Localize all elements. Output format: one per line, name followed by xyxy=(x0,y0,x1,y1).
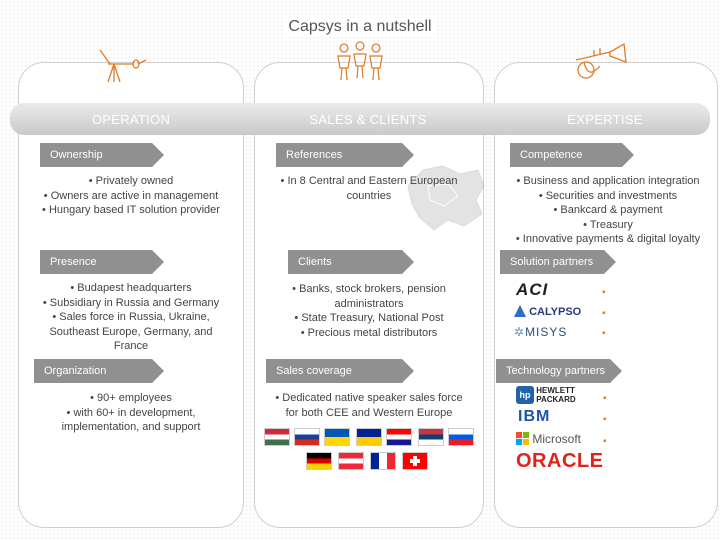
bullet: ▪ xyxy=(602,328,606,339)
ibm-logo: IBM xyxy=(518,408,551,425)
section-ownership: Ownership xyxy=(40,143,164,167)
flag-france-icon xyxy=(370,452,396,470)
sales-coverage-text: • Dedicated native speaker sales force f… xyxy=(275,392,463,419)
microsoft-logo: Microsoft xyxy=(516,432,581,446)
section-clients: Clients xyxy=(288,250,414,274)
flag-germany-icon xyxy=(306,452,332,470)
section-solution-partners: Solution partners xyxy=(500,250,616,274)
page-title: Capsys in a nutshell xyxy=(0,18,720,36)
header-sales-clients: SALES & CLIENTS xyxy=(309,112,427,127)
section-technology-partners: Technology partners xyxy=(496,359,622,383)
presence-text: • Budapest headquarters • Subsidiary in … xyxy=(42,282,220,352)
bullet: ▪ xyxy=(603,414,607,425)
organization-text: • 90+ employees • with 60+ in developmen… xyxy=(61,392,201,433)
expertise-column xyxy=(494,62,718,528)
section-presence: Presence xyxy=(40,250,164,274)
trumpet-icon xyxy=(575,42,627,79)
flag-croatia-icon xyxy=(386,428,412,446)
section-competence: Competence xyxy=(510,143,634,167)
section-sales-coverage: Sales coverage xyxy=(266,359,414,383)
references-text: • In 8 Central and Eastern European coun… xyxy=(280,175,458,202)
telescope-icon xyxy=(99,49,147,83)
header-operation: OPERATION xyxy=(91,112,171,127)
header-band xyxy=(10,103,710,135)
ownership-text: • Privately owned • Owners are active in… xyxy=(42,175,220,216)
section-references: References xyxy=(276,143,414,167)
flag-ukraine-icon xyxy=(324,428,350,446)
bullet: ▪ xyxy=(603,393,607,404)
flag-bosnia-icon xyxy=(356,428,382,446)
flag-slovenia-icon xyxy=(448,428,474,446)
flag-serbia-icon xyxy=(418,428,444,446)
clients-text: • Banks, stock brokers, pension administ… xyxy=(292,283,446,339)
bullet: ▪ xyxy=(602,287,606,298)
flag-austria-icon xyxy=(338,452,364,470)
header-expertise: EXPERTISE xyxy=(567,112,643,127)
competence-text: • Business and application integration •… xyxy=(515,175,701,245)
team-icon xyxy=(337,41,383,81)
bullet: ▪ xyxy=(603,436,607,447)
misys-logo: ✲MISYS xyxy=(514,325,568,339)
oracle-logo: ORACLE xyxy=(516,450,604,472)
operation-column xyxy=(18,62,244,528)
europe-map-icon xyxy=(407,165,485,231)
hp-logo: hp HEWLETT PACKARD xyxy=(516,386,590,404)
aci-logo: ACI xyxy=(516,280,549,299)
bullet: ▪ xyxy=(602,308,606,319)
calypso-logo: CALYPSO xyxy=(514,305,581,318)
sales-column xyxy=(254,62,484,528)
flag-russia-icon xyxy=(294,428,320,446)
section-organization: Organization xyxy=(34,359,164,383)
flag-hungary-icon xyxy=(264,428,290,446)
flag-switzerland-icon xyxy=(402,452,428,470)
